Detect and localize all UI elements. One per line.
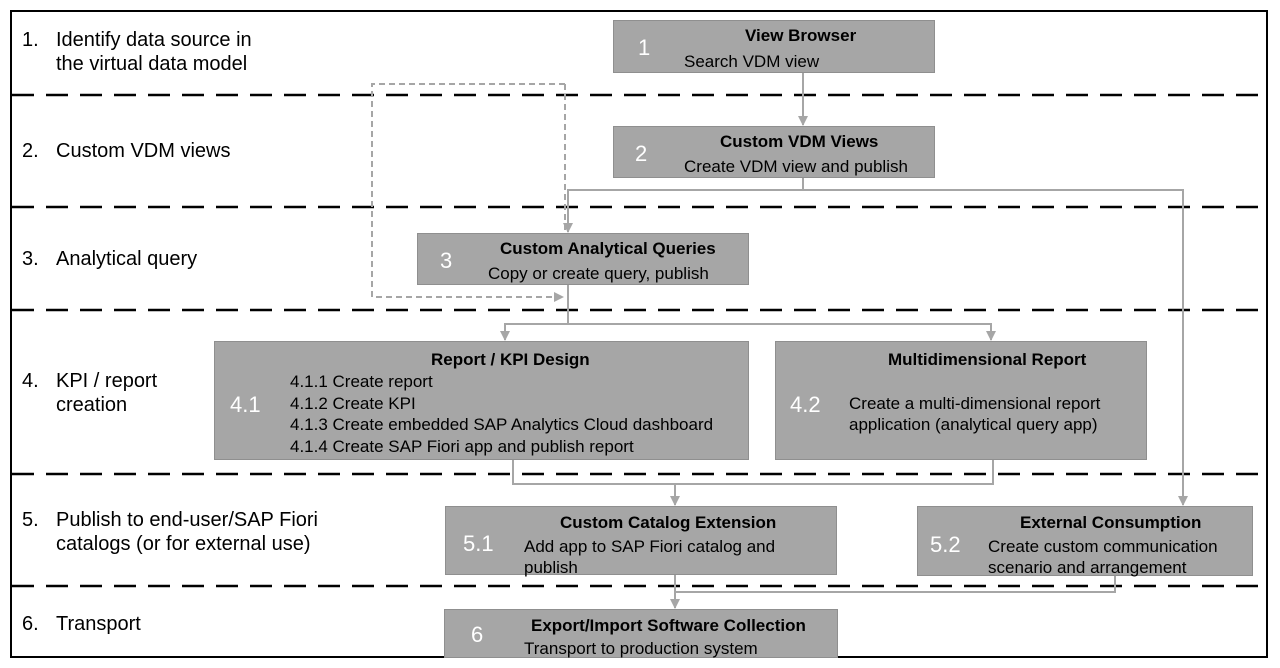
- box-subtitle: Create custom communication scenario and…: [988, 537, 1218, 577]
- task-item: 4.1.1 Create report: [290, 372, 433, 391]
- external-consumption-box[interactable]: 5.2 External Consumption Create custom c…: [917, 506, 1253, 577]
- box-title: View Browser: [745, 26, 857, 45]
- custom-vdm-views-box[interactable]: 2 Custom VDM Views Create VDM view and p…: [613, 126, 935, 178]
- step-badge: 2: [635, 141, 648, 166]
- connector-3-to-4-1: [500, 323, 568, 341]
- stage-label: Analytical query: [56, 248, 198, 270]
- stage-3: 3. Analytical query: [22, 247, 197, 271]
- box-title: Custom VDM Views: [720, 132, 879, 151]
- stage-label: Transport: [56, 613, 141, 635]
- task-item: 4.1.3 Create embedded SAP Analytics Clou…: [290, 415, 714, 434]
- custom-analytical-queries-box[interactable]: 3 Custom Analytical Queries Copy or crea…: [417, 233, 749, 285]
- box-subtitle: Copy or create query, publish: [488, 264, 709, 283]
- stage-number: 4.: [22, 370, 39, 392]
- stage-4: 4. KPI / report creation: [22, 369, 157, 417]
- box-title: Custom Analytical Queries: [500, 239, 716, 258]
- task-list: 4.1.1 Create report 4.1.2 Create KPI 4.1…: [290, 371, 713, 457]
- stage-1: 1. Identify data source in the virtual d…: [22, 28, 252, 76]
- task-item: 4.1.4 Create SAP Fiori app and publish r…: [290, 436, 634, 456]
- step-badge: 4.1: [230, 392, 261, 417]
- box-subtitle: Add app to SAP Fiori catalog and publish: [524, 537, 776, 577]
- box-title: Multidimensional Report: [888, 350, 1087, 369]
- multidimensional-report-box[interactable]: 4.2 Multidimensional Report Create a mul…: [775, 341, 1147, 460]
- step-badge: 3: [440, 248, 453, 273]
- box-title: Export/Import Software Collection: [531, 616, 806, 635]
- box-subtitle: Create a multi-dimensional report applic…: [849, 394, 1101, 434]
- connector-4-1-to-merge: [512, 460, 994, 485]
- stage-number: 3.: [22, 248, 39, 270]
- stage-label: Identify data source in the virtual data…: [56, 29, 252, 75]
- box-subtitle: Create VDM view and publish: [684, 157, 908, 176]
- step-badge: 4.2: [790, 392, 821, 417]
- stage-label: Publish to end-user/SAP Fiori catalogs (…: [56, 509, 318, 555]
- stage-label: KPI / report creation: [56, 370, 158, 416]
- custom-catalog-extension-box[interactable]: 5.1 Custom Catalog Extension Add app to …: [445, 506, 837, 577]
- connector-3-to-4-2: [568, 323, 996, 341]
- stage-5: 5. Publish to end-user/SAP Fiori catalog…: [22, 508, 318, 556]
- stage-number: 6.: [22, 613, 39, 635]
- box-title: Custom Catalog Extension: [560, 513, 777, 532]
- step-badge: 1: [638, 35, 651, 60]
- step-badge: 5.1: [463, 531, 494, 556]
- stage-6: 6. Transport: [22, 612, 141, 636]
- box-title: External Consumption: [1020, 513, 1202, 532]
- box-title: Report / KPI Design: [431, 350, 590, 369]
- box-subtitle: Transport to production system: [524, 639, 758, 658]
- view-browser-box[interactable]: 1 View Browser Search VDM view: [613, 20, 935, 73]
- step-badge: 6: [471, 622, 484, 647]
- connector-5-2-to-6: [675, 576, 1116, 593]
- report-kpi-design-box[interactable]: 4.1 Report / KPI Design 4.1.1 Create rep…: [214, 341, 749, 460]
- stage-label: Custom VDM views: [56, 140, 231, 162]
- export-import-box[interactable]: 6 Export/Import Software Collection Tran…: [444, 609, 838, 658]
- stage-number: 1.: [22, 29, 39, 51]
- connector-bypass-dashed: [371, 83, 565, 302]
- stage-number: 2.: [22, 140, 39, 162]
- step-badge: 5.2: [930, 532, 961, 557]
- task-item: 4.1.2 Create KPI: [290, 393, 416, 413]
- stage-number: 5.: [22, 509, 39, 531]
- stage-2: 2. Custom VDM views: [22, 139, 230, 163]
- connector-2-to-3: [563, 178, 804, 233]
- connector-2-to-5-2: [803, 189, 1188, 506]
- box-subtitle: Search VDM view: [684, 52, 820, 71]
